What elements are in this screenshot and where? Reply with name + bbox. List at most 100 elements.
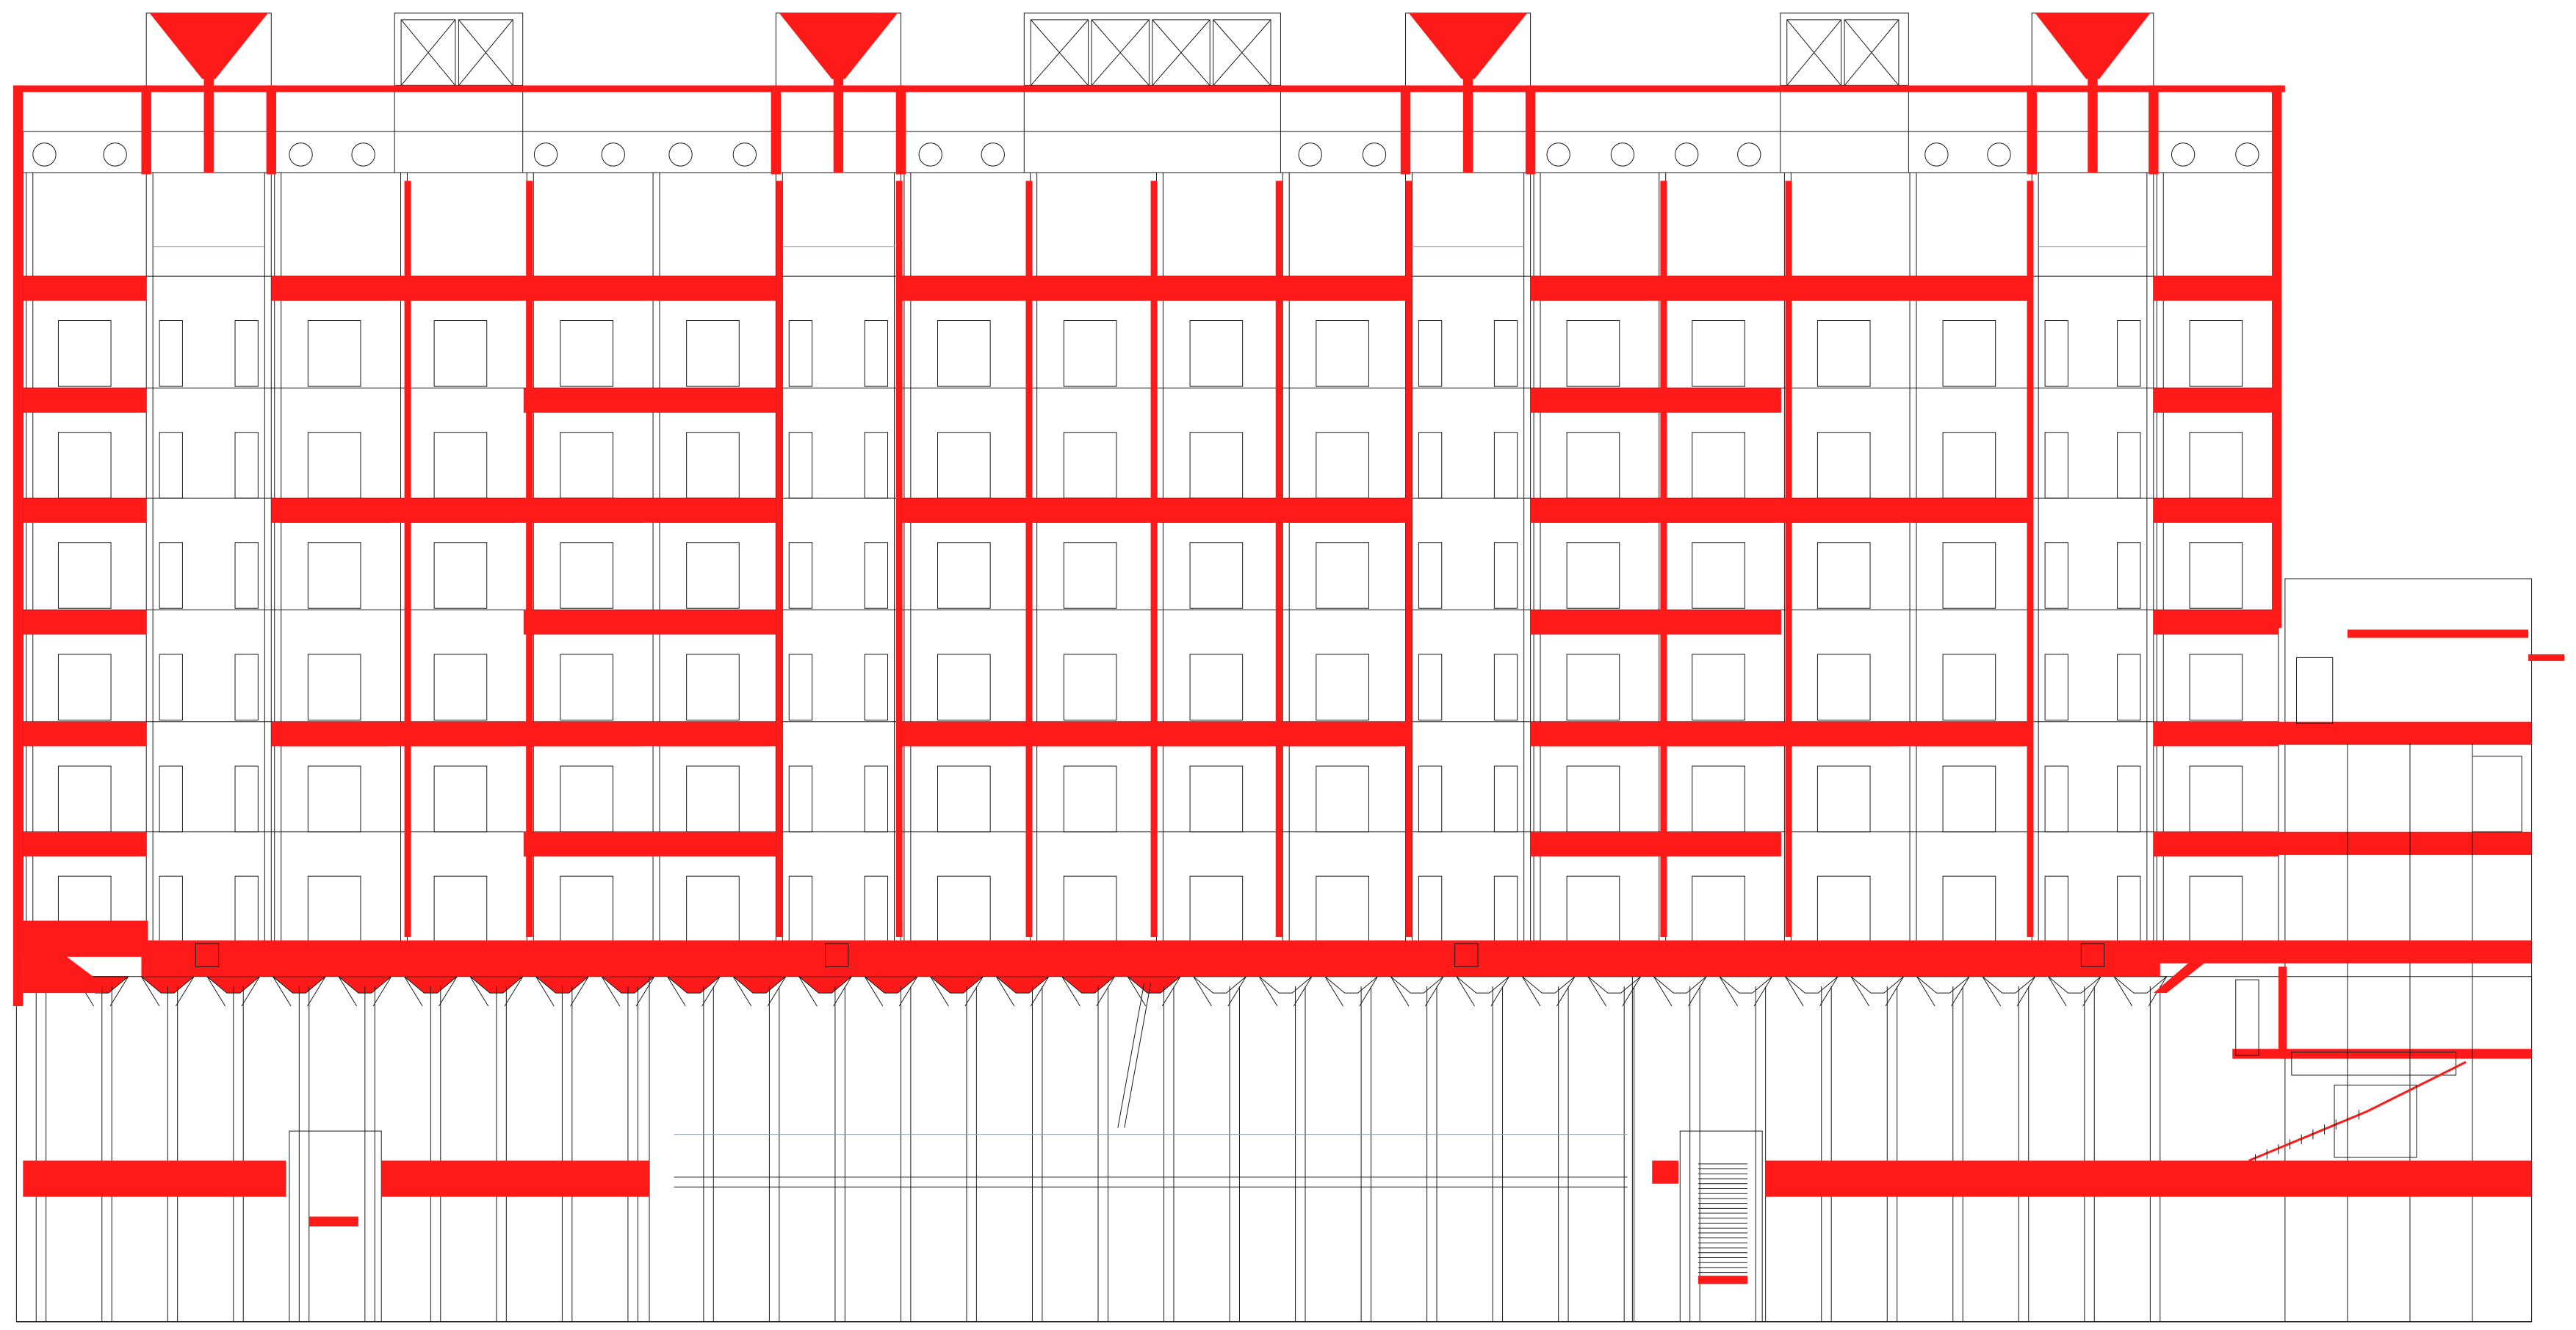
tower-flue-right <box>2149 85 2159 175</box>
door-opening <box>560 654 613 720</box>
tower-window <box>2118 433 2140 499</box>
bracket-strut <box>996 977 1014 1006</box>
annex-wall-cut <box>2278 966 2287 1059</box>
bracket-strut <box>768 977 786 1006</box>
slab-haunch <box>1537 514 1650 523</box>
door-opening <box>1190 321 1243 387</box>
column-cut-8 <box>2027 181 2034 937</box>
cut-slabs <box>16 181 2532 1284</box>
louvre-x <box>1092 20 1149 86</box>
door-opening <box>1943 543 1996 609</box>
tower-window <box>1494 766 1517 832</box>
roof-vent-circle <box>2171 143 2194 166</box>
tower-window <box>2118 766 2140 832</box>
bracket-strut <box>207 977 226 1006</box>
floor-slab-cut <box>523 831 776 857</box>
bracket-strut <box>1325 977 1343 1006</box>
door-opening <box>1817 543 1870 609</box>
bracket-strut <box>110 977 129 1006</box>
door-opening <box>1064 321 1116 387</box>
plant-box-2 <box>1781 13 1909 173</box>
bracket-strut <box>965 977 984 1006</box>
basement-slab-stub <box>1652 1160 1679 1184</box>
bracket-strut <box>1491 977 1509 1006</box>
door-opening <box>1190 543 1243 609</box>
bracket-strut <box>339 977 357 1006</box>
tower-window <box>1418 321 1441 387</box>
tower-flue-left <box>1400 85 1411 175</box>
tower-window <box>2045 543 2068 609</box>
bracket-strut <box>571 977 589 1006</box>
bracket-strut <box>1982 977 2001 1006</box>
stair-pit <box>1680 1131 1762 1322</box>
tower-window <box>789 433 812 499</box>
door-opening <box>1817 654 1870 720</box>
door-opening <box>687 321 740 387</box>
bracket-strut <box>668 977 686 1006</box>
door-opening <box>58 543 111 609</box>
tower-window <box>235 433 258 499</box>
roof-vent-circle <box>33 143 56 166</box>
door-opening <box>687 543 740 609</box>
bracket-strut <box>1556 977 1575 1006</box>
column-cut-5 <box>1275 181 1282 937</box>
bracket-strut <box>373 977 392 1006</box>
roof-vent-circle <box>352 143 375 166</box>
bracket-strut <box>1688 977 1706 1006</box>
transfer-slab <box>141 940 2160 977</box>
bracket-strut <box>1820 977 1839 1006</box>
door-opening <box>938 766 991 832</box>
door-opening <box>434 543 487 609</box>
tower-window <box>235 766 258 832</box>
tower-flue <box>833 79 844 173</box>
slab-haunch <box>530 292 643 301</box>
bracket-strut <box>1062 977 1080 1006</box>
door-opening <box>1190 766 1243 832</box>
plant-box-1 <box>1024 13 1280 173</box>
roof-vent-circle <box>289 143 312 166</box>
transfer-slab-annex <box>2153 940 2532 964</box>
bracket-strut <box>1194 977 1212 1006</box>
tower-window <box>1418 433 1441 499</box>
roof-vent-circle <box>1675 143 1698 166</box>
door-opening <box>1943 321 1996 387</box>
bracket-strut <box>505 977 523 1006</box>
tower-flue <box>1462 79 1473 173</box>
floor-slab-cut <box>2153 498 2279 523</box>
tower-window <box>2045 321 2068 387</box>
bracket-strut <box>733 977 751 1006</box>
slab-haunch <box>403 738 517 747</box>
tower-window <box>2118 654 2140 720</box>
roof-vent-circle <box>2236 143 2259 166</box>
door-opening <box>1692 543 1745 609</box>
bracket-strut <box>242 977 260 1006</box>
roof <box>12 12 2285 1007</box>
roof-vent-circle <box>1547 143 1570 166</box>
floor-slab-cut <box>2153 721 2279 747</box>
door-opening <box>1567 543 1620 609</box>
door-opening <box>938 543 991 609</box>
roof-vent-circle <box>1611 143 1634 166</box>
bracket-strut <box>1886 977 1904 1006</box>
door-opening <box>434 321 487 387</box>
bracket-strut <box>702 977 721 1006</box>
transfer-opening <box>195 944 218 966</box>
slab-haunch <box>1537 292 1650 301</box>
tower-window <box>1494 321 1517 387</box>
floor-slab-cut <box>23 388 147 413</box>
tower-window <box>235 654 258 720</box>
door-opening <box>1190 654 1243 720</box>
slab-haunch <box>1159 738 1273 747</box>
tower-window <box>865 543 887 609</box>
slab-haunch <box>907 514 1021 523</box>
door-opening <box>1064 654 1116 720</box>
tower-window <box>159 321 182 387</box>
tower-funnel <box>1408 12 1528 79</box>
lower-doorway <box>289 1131 381 1322</box>
tower-flue-left <box>2027 85 2037 175</box>
slab-haunch <box>1787 292 1900 301</box>
tower-window <box>2045 766 2068 832</box>
bracket-strut <box>2049 977 2067 1006</box>
door-opening <box>58 654 111 720</box>
bracket-strut <box>536 977 555 1006</box>
